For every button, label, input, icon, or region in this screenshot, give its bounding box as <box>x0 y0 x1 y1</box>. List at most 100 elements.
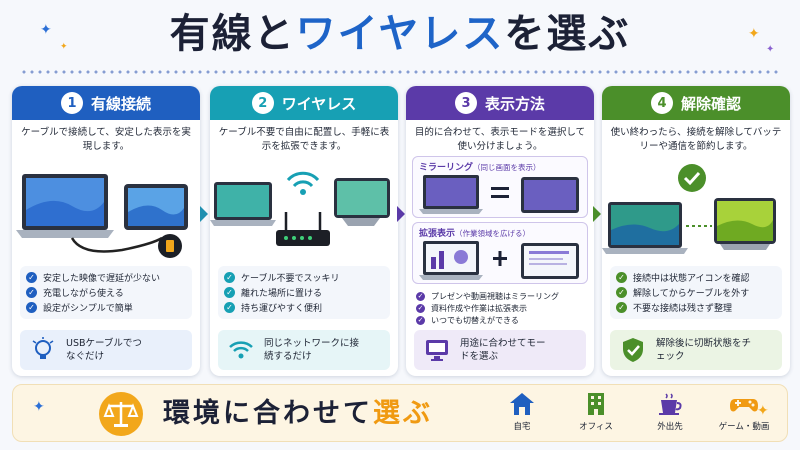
use-case-game-video: ゲーム・動画 <box>717 391 771 432</box>
checkmark-icon: ✓ <box>26 302 37 313</box>
disconnect-illustration <box>602 164 790 266</box>
extended-mode: 拡張表示（作業領域を広げる） <box>412 222 588 284</box>
step-number: 1 <box>60 92 83 114</box>
panel-heading: 解除確認 <box>680 94 741 113</box>
check-list: ✓ 接続中は状態アイコンを確認 ✓ 解除してからケーブルを外す ✓ 不要な接続は残さず… <box>610 266 782 319</box>
dotted-divider <box>20 70 780 74</box>
checkmark-icon: ✓ <box>26 287 37 298</box>
checkmark-icon: ✓ <box>224 302 235 313</box>
list-item: ✓設定がシンプルで簡単 <box>26 300 186 315</box>
check-text: 接続中は状態アイコンを確認 <box>633 274 750 284</box>
tip-box: 解除後に切断状態をチェック <box>610 330 782 370</box>
list-item: ✓ 充電しながら使える <box>26 285 186 300</box>
router-wifi-devices-icon <box>210 171 390 246</box>
check-text: 充電しながら使える <box>43 289 124 299</box>
panel-description: 使い終わったら、接続を解除してバッテリーや通信を節約します。 <box>610 127 782 152</box>
monitor-icon <box>426 340 448 361</box>
checkmark-icon: ✓ <box>616 272 627 283</box>
check-text: 解除してからケーブルを外す <box>633 289 750 299</box>
list-item: ✓持ち運びやすく便利 <box>224 300 384 315</box>
checkmark-icon: ✓ <box>616 287 627 298</box>
panel-disconnect-check: 4 解除確認 使い終わったら、接続を解除してバッテリーや通信を節約します。 ✓ 接… <box>602 86 790 376</box>
extend-screens-icon <box>419 241 579 280</box>
use-case-home: 自宅 <box>495 391 549 432</box>
checkmark-icon: ✓ <box>616 302 627 313</box>
use-case-label: 外出先 <box>657 422 683 432</box>
wired-illustration <box>12 164 200 266</box>
checkmark-icon: ✓ <box>224 287 235 298</box>
sparkle-icon: ✦ <box>766 44 775 55</box>
tip-box: 用途に合わせてモードを選ぶ <box>414 330 586 370</box>
check-text: 不要な接続は残さず整理 <box>633 304 733 314</box>
sparkle-icon: ✦ <box>33 399 45 415</box>
sparkle-icon: ✦ <box>40 22 52 38</box>
checkmark-icon: ✓ <box>416 291 425 301</box>
tip-box: 同じネットワークに接続するだけ <box>218 330 390 370</box>
gamepad-icon <box>730 399 758 412</box>
step-number: 3 <box>454 92 477 114</box>
laptop-tablet-disconnected-icon <box>602 164 776 254</box>
tip-box: USBケーブルでつなぐだけ <box>20 330 192 370</box>
list-item: ✓ 安定した映像で遅延が少ない <box>26 270 186 285</box>
bottom-banner: ✦ ✦ 環境に合わせて選ぶ 自宅 オフィス <box>12 384 788 442</box>
checkmark-icon: ✓ <box>224 272 235 283</box>
list-item: ✓ いつでも切替えができる <box>416 314 584 326</box>
use-case-label: オフィス <box>579 422 613 432</box>
panel-header: 3 表示方法 <box>406 86 594 120</box>
panel-description: ケーブルで接続して、安定した表示を実現します。 <box>21 127 191 152</box>
tip-text: 同じネットワークに接続するだけ <box>264 338 360 362</box>
checkmark-icon: ✓ <box>416 315 425 325</box>
list-item: ✓離れた場所に置ける <box>224 285 384 300</box>
check-list: ✓ 安定した映像で遅延が少ない ✓ 充電しながら使える ✓設定がシンプルで簡単 <box>20 266 192 319</box>
title-part-wireless: ワイヤレス <box>295 11 505 57</box>
tip-text: 解除後に切断状態をチェック <box>656 338 752 362</box>
list-item: ✓ 接続中は状態アイコンを確認 <box>616 270 776 285</box>
page-title: 有線とワイヤレスを選ぶ <box>0 6 800 62</box>
sparkle-icon: ✦ <box>60 42 68 52</box>
checkmark-icon: ✓ <box>26 272 37 283</box>
coffee-cup-icon <box>659 393 682 415</box>
panel-header: 4 解除確認 <box>602 86 790 120</box>
check-text: プレゼンや動画視聴はミラーリング <box>431 291 559 301</box>
arrow-right-icon <box>593 206 601 222</box>
list-item: ✓資料作成や作業は拡張表示 <box>416 302 584 314</box>
panel-header: 1 有線接続 <box>12 86 200 120</box>
panel-description: ケーブル不要で自由に配置し、手軽に表示を拡張できます。 <box>218 127 390 152</box>
bottom-title-a: 環境に合わせて <box>163 398 373 429</box>
mode-title: 拡張表示 <box>419 229 456 239</box>
check-list: ✓ ケーブル不要でスッキリ ✓離れた場所に置ける ✓持ち運びやすく便利 <box>218 266 390 319</box>
use-case-outside: 外出先 <box>643 391 697 432</box>
check-text: 安定した映像で遅延が少ない <box>43 274 161 284</box>
title-part-choose: を選ぶ <box>504 11 631 57</box>
panel-heading: ワイヤレス <box>281 94 357 113</box>
mode-title: ミラーリング <box>419 163 474 173</box>
panel-description: 目的に合わせて、表示モードを選択して使い分けましょう。 <box>414 127 586 152</box>
use-case-list: 自宅 オフィス 外出先 <box>495 391 771 432</box>
use-case-label: ゲーム・動画 <box>718 422 770 432</box>
use-case-label: 自宅 <box>513 422 531 432</box>
sparkle-icon: ✦ <box>748 26 760 42</box>
mode-subtitle: （同じ画面を表示） <box>473 163 541 172</box>
office-building-icon <box>588 393 604 415</box>
list-item: ✓ プレゼンや動画視聴はミラーリング <box>416 290 584 302</box>
wifi-icon <box>229 341 253 359</box>
check-text: いつでも切替えができる <box>431 315 519 325</box>
use-case-office: オフィス <box>569 391 623 432</box>
sparkle-icon: ✦ <box>757 403 769 419</box>
title-part-wired: 有線と <box>169 11 296 57</box>
laptop-tablet-cable-icon <box>16 174 188 258</box>
step-number: 2 <box>251 92 274 114</box>
list-item: ✓ 解除してからケーブルを外す <box>616 285 776 300</box>
lightbulb-icon <box>32 337 54 359</box>
tip-text: 用途に合わせてモードを選ぶ <box>460 338 546 362</box>
checkmark-icon: ✓ <box>416 303 425 313</box>
tip-text: USBケーブルでつなぐだけ <box>66 338 142 362</box>
panel-wired: 1 有線接続 ケーブルで接続して、安定した表示を実現します。 ✓ 安定した映像で遅… <box>12 86 200 376</box>
panel-heading: 有線接続 <box>90 94 151 113</box>
list-item: ✓ 不要な接続は残さず整理 <box>616 300 776 315</box>
arrow-right-icon <box>200 206 208 222</box>
check-text: ケーブル不要でスッキリ <box>241 274 340 284</box>
panel-display-mode: 3 表示方法 目的に合わせて、表示モードを選択して使い分けましょう。 ミラーリン… <box>406 86 594 376</box>
arrow-right-icon <box>397 206 405 222</box>
balance-scale-icon <box>99 392 143 436</box>
